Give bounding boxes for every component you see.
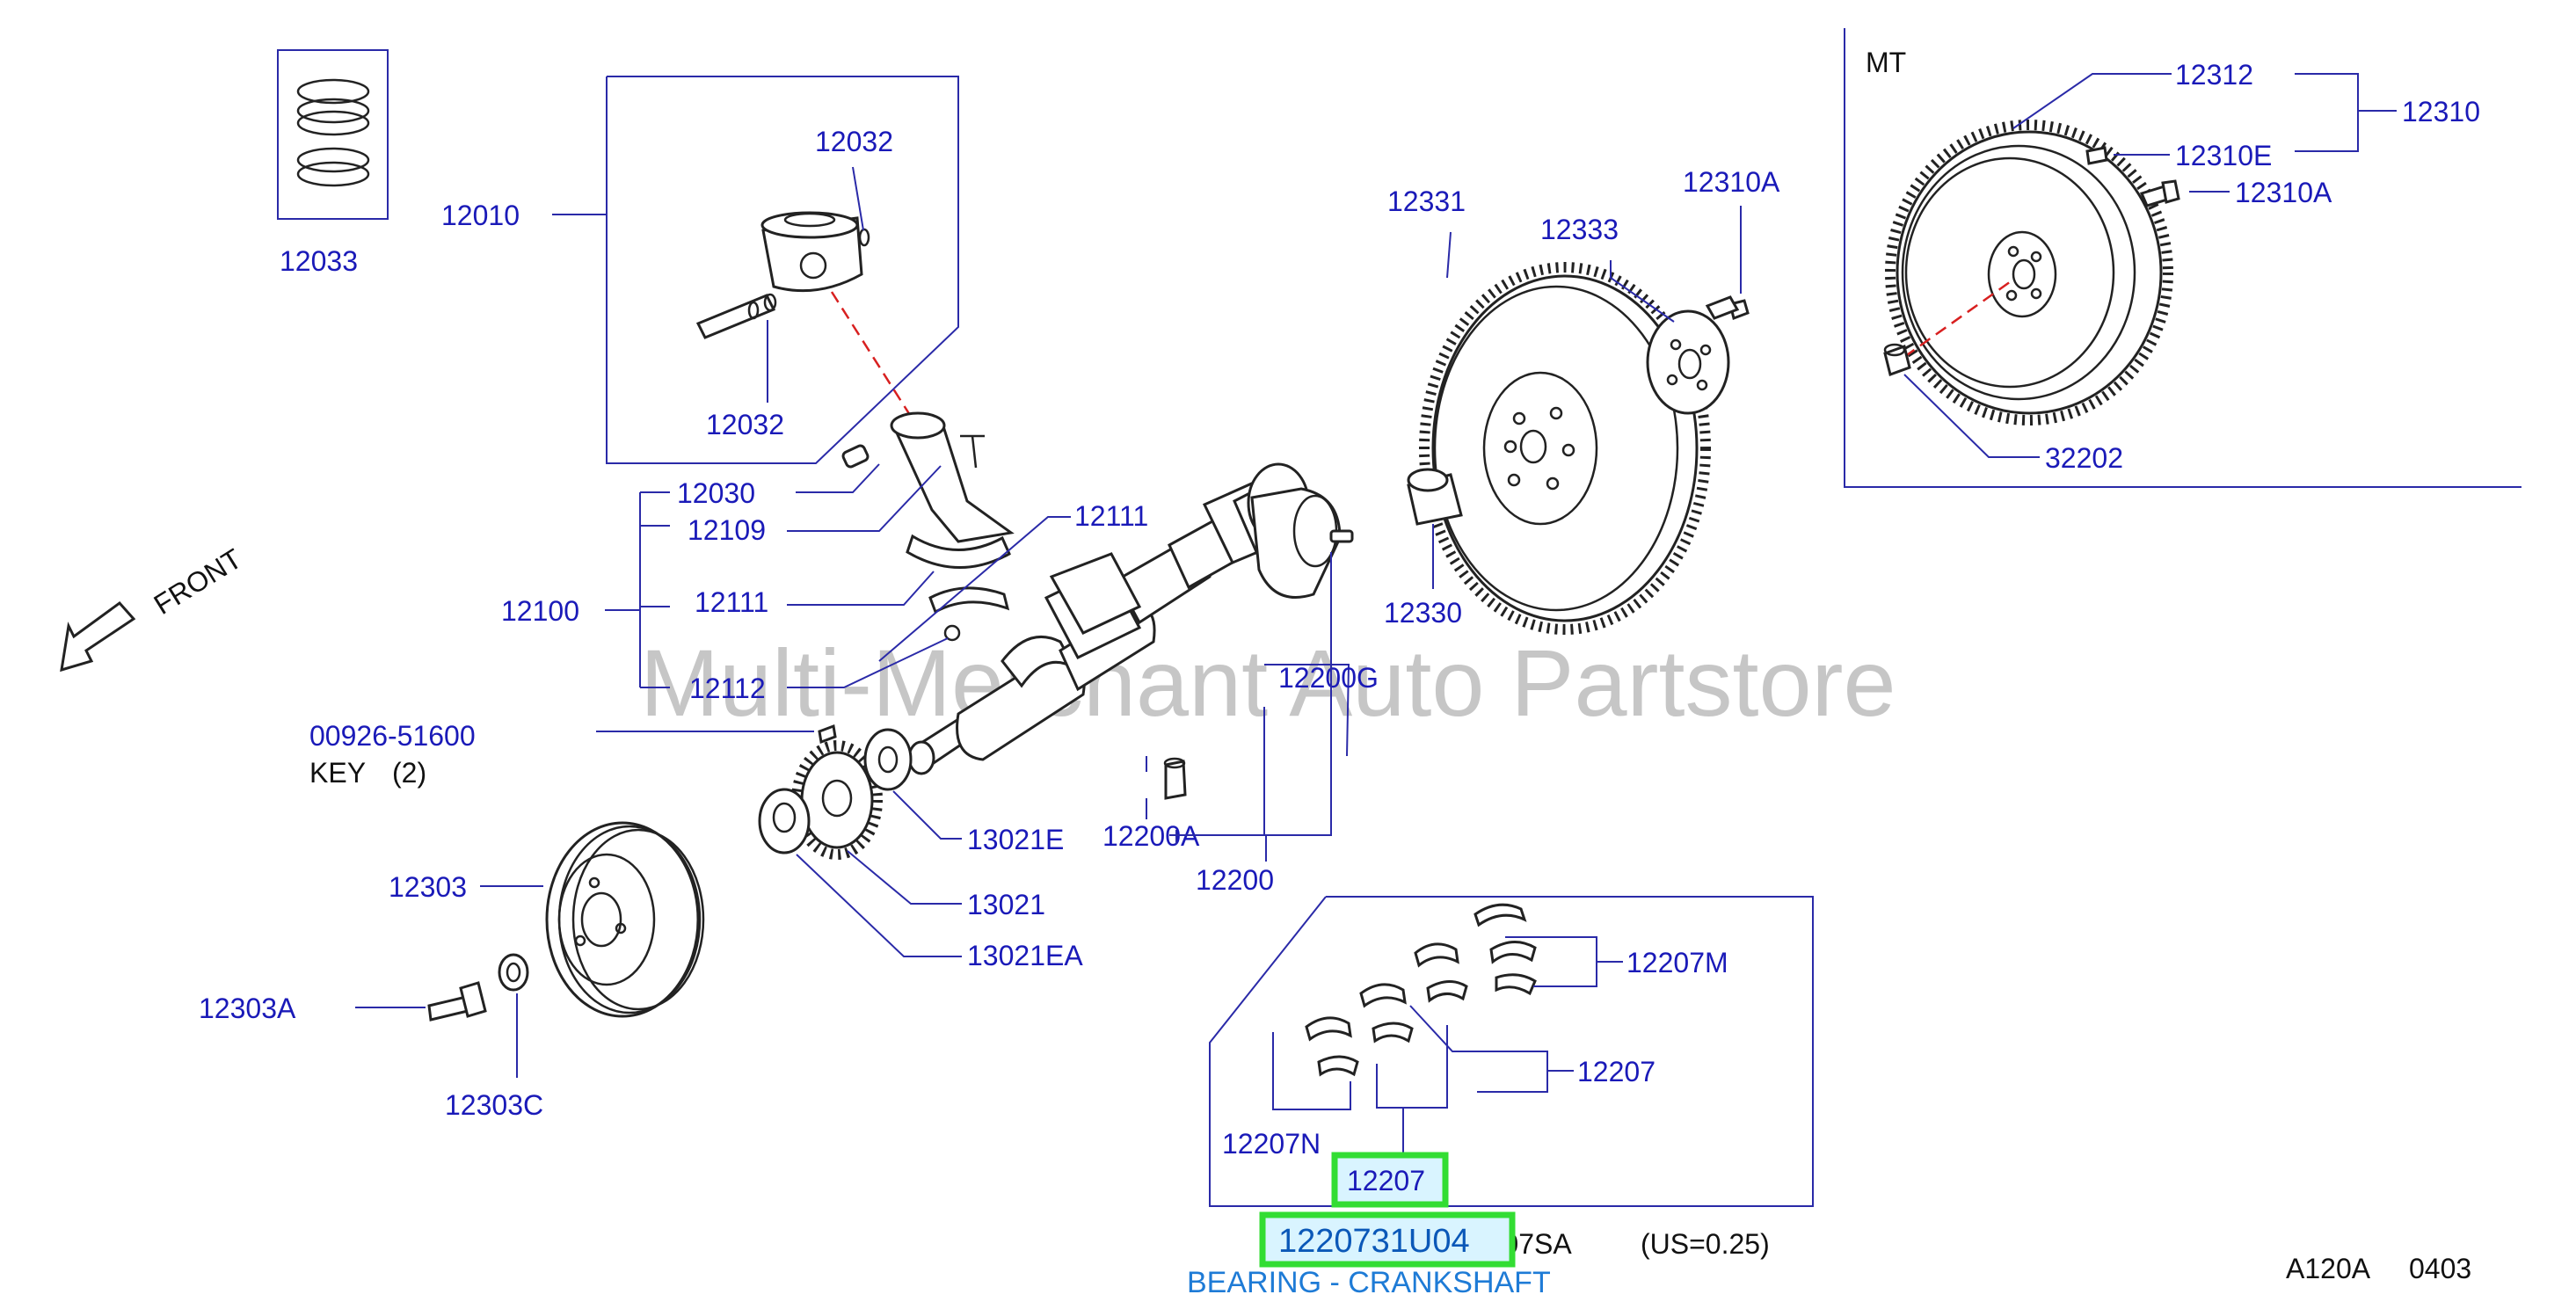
callout-12010[interactable]: 12010	[441, 200, 520, 231]
callout-00926-51600[interactable]: 00926-51600	[309, 720, 476, 752]
callout-12032-bottom[interactable]: 12032	[706, 409, 784, 440]
flywheel-bolt[interactable]	[2139, 179, 2180, 207]
drive-plate-ring-gear[interactable]	[1419, 262, 1711, 635]
callout-12331[interactable]: 12331	[1387, 185, 1466, 217]
callout-12310A-mid[interactable]: 12310A	[1683, 166, 1780, 198]
callout-12207N[interactable]: 12207N	[1222, 1128, 1321, 1160]
snap-ring-top[interactable]	[858, 228, 870, 247]
selected-ref-label: 12207	[1347, 1165, 1425, 1196]
callout-12333[interactable]: 12333	[1540, 214, 1619, 245]
callout-12200G[interactable]: 12200G	[1278, 662, 1379, 694]
callout-12111-right[interactable]: 12111	[1074, 500, 1148, 532]
callout-12310E[interactable]: 12310E	[2175, 140, 2272, 171]
callout-12310A-right[interactable]: 12310A	[2235, 177, 2332, 208]
assembly-axis-flywheel	[1903, 278, 2014, 359]
callout-12030[interactable]: 12030	[677, 477, 755, 509]
crankshaft[interactable]	[907, 462, 1354, 775]
callout-12312[interactable]: 12312	[2175, 59, 2253, 91]
callout-12109[interactable]: 12109	[688, 514, 766, 546]
main-bearing-shells[interactable]	[1305, 903, 1537, 1077]
crankshaft-pulley[interactable]	[545, 821, 705, 1018]
woodruff-key[interactable]	[818, 724, 837, 745]
callout-12111-left[interactable]: 12111	[695, 586, 768, 618]
selected-part-number: 1220731U04	[1278, 1223, 1470, 1260]
small-end-bushing[interactable]	[841, 444, 870, 469]
callout-32202[interactable]: 32202	[2045, 442, 2123, 474]
piston[interactable]	[760, 211, 863, 293]
crank-sprocket[interactable]	[791, 740, 883, 860]
drive-plate-reinforcement[interactable]	[1646, 309, 1730, 415]
key-note: KEY	[309, 757, 366, 789]
snap-ring-bottom[interactable]	[747, 301, 760, 320]
flywheel-dowel[interactable]	[2085, 146, 2108, 165]
key-quantity: (2)	[392, 757, 426, 789]
callout-12200[interactable]: 12200	[1196, 864, 1274, 896]
callout-12310[interactable]: 12310	[2402, 96, 2480, 127]
callout-13021E[interactable]: 13021E	[967, 824, 1064, 855]
pulley-washer[interactable]	[498, 953, 529, 992]
flywheel[interactable]	[1885, 120, 2173, 425]
selected-part-description: BEARING - CRANKSHAFT	[1187, 1266, 1551, 1299]
callout-12112[interactable]: 12112	[689, 673, 766, 704]
crankshaft-plug[interactable]	[1164, 760, 1187, 800]
piston-ring-set[interactable]	[277, 49, 389, 220]
callout-12330[interactable]: 12330	[1384, 597, 1462, 629]
callout-12100[interactable]: 12100	[501, 595, 579, 627]
callout-12033[interactable]: 12033	[280, 245, 358, 277]
assembly-axis-piston	[830, 291, 916, 423]
connecting-rod[interactable]	[890, 411, 1015, 569]
mt-label: MT	[1866, 47, 1906, 78]
callout-12032-top[interactable]: 12032	[815, 126, 893, 157]
rod-nut[interactable]	[943, 624, 961, 642]
crank-spacer-plate[interactable]	[758, 788, 811, 854]
pulley-bolt[interactable]	[427, 981, 487, 1022]
callout-12207[interactable]: 12207	[1577, 1056, 1655, 1087]
callout-13021EA[interactable]: 13021EA	[967, 940, 1083, 971]
callout-13021[interactable]: 13021	[967, 889, 1045, 920]
undersize-note: (US=0.25)	[1641, 1228, 1770, 1260]
pilot-bushing[interactable]	[1883, 343, 1911, 376]
diagram-code: A120A	[2286, 1253, 2371, 1284]
piston-pin[interactable]	[695, 293, 777, 339]
callout-12303A[interactable]: 12303A	[199, 993, 296, 1024]
selected-part-number-box[interactable]: 1220731U04	[1259, 1211, 1516, 1268]
front-label: FRONT	[149, 542, 248, 621]
callout-12303[interactable]: 12303	[389, 871, 467, 903]
diagram-date: 0403	[2409, 1253, 2471, 1284]
rod-bearing-upper[interactable]	[928, 586, 1010, 615]
watermark-text: Multi-Merchant Auto Partstore	[640, 629, 1896, 736]
oil-pump-drive-spacer[interactable]	[863, 728, 913, 791]
selected-ref-box[interactable]: 12207	[1331, 1152, 1449, 1208]
callout-12303C[interactable]: 12303C	[445, 1089, 543, 1121]
crankshaft-pilot-bushing[interactable]	[1329, 529, 1354, 543]
callout-12207M[interactable]: 12207M	[1626, 947, 1728, 978]
front-direction-arrow-icon	[60, 600, 136, 673]
drive-plate-spacer[interactable]	[1407, 468, 1463, 526]
drive-plate-bolt[interactable]	[1705, 295, 1750, 320]
